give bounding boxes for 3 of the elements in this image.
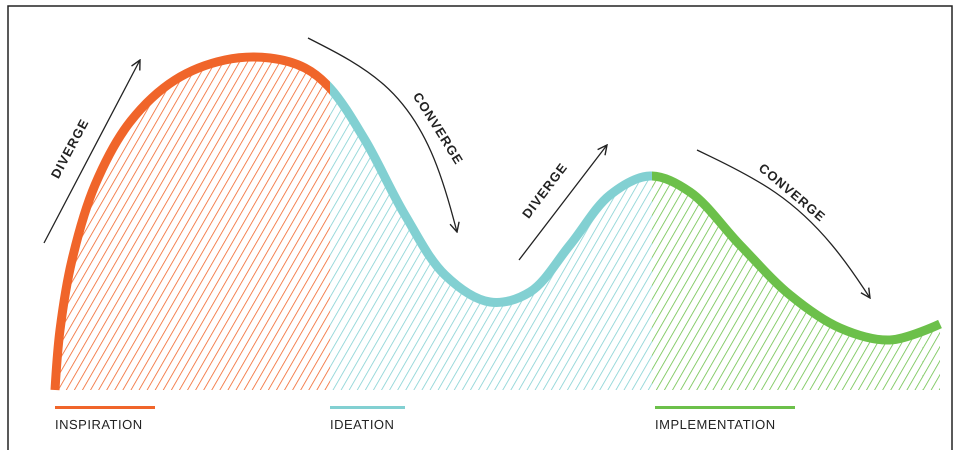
- legend-label: INSPIRATION: [55, 417, 143, 432]
- legend-label: IMPLEMENTATION: [655, 417, 776, 432]
- legend-label: IDEATION: [330, 417, 394, 432]
